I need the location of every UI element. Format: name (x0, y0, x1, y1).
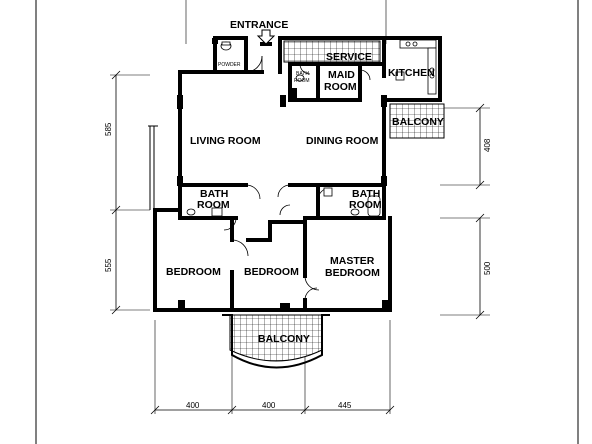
bath-room-left-label-line1: BATH (200, 188, 228, 200)
entrance-arrow-icon (256, 29, 276, 45)
living-room-rail (148, 125, 158, 210)
bath-room-right-label-line1: BATH (352, 188, 380, 200)
entrance-label: ENTRANCE (230, 19, 288, 31)
dim-right-upper: 408 (483, 138, 492, 152)
bath-room-small-label-line1: BATH (296, 71, 309, 77)
maid-room-label-line2: ROOM (324, 81, 357, 93)
left-dimension (111, 70, 121, 315)
dim-left-lower: 555 (104, 258, 113, 272)
fixtures (186, 39, 437, 217)
service-floor-pattern (283, 40, 381, 63)
bath-room-left-label-line2: ROOM (197, 199, 230, 211)
kitchen-label: KITCHEN (388, 67, 435, 79)
walls (153, 36, 442, 312)
bottom-balcony-rail (222, 314, 330, 369)
page-frame (35, 0, 579, 444)
powder-label: POWDER (218, 62, 241, 68)
living-room-label: LIVING ROOM (190, 135, 261, 147)
bottom-balcony-label: BALCONY (258, 333, 310, 345)
dim-bottom-3: 445 (338, 401, 352, 410)
kitchen-balcony-label: BALCONY (392, 116, 444, 128)
dining-room-label: DINING ROOM (306, 135, 379, 147)
dim-right-lower: 500 (483, 261, 492, 275)
dim-bottom-2: 400 (262, 401, 276, 410)
service-label: SERVICE (326, 51, 372, 63)
master-bedroom-label-line2: BEDROOM (325, 267, 380, 279)
bath-room-right-label-line2: ROOM (349, 199, 382, 211)
bottom-dimension (150, 405, 395, 415)
maid-room-label-line1: MAID (328, 69, 355, 81)
columns (177, 38, 390, 311)
kitchen-balcony (389, 103, 445, 139)
master-bedroom-label-line1: MASTER (330, 255, 375, 267)
bedroom-2-label: BEDROOM (244, 266, 299, 278)
dim-left-upper: 585 (104, 122, 113, 136)
bedroom-1-label: BEDROOM (166, 266, 221, 278)
bath-room-small-label-line2: ROOM (294, 78, 310, 84)
right-dimension (475, 103, 485, 320)
dim-bottom-1: 400 (186, 401, 200, 410)
